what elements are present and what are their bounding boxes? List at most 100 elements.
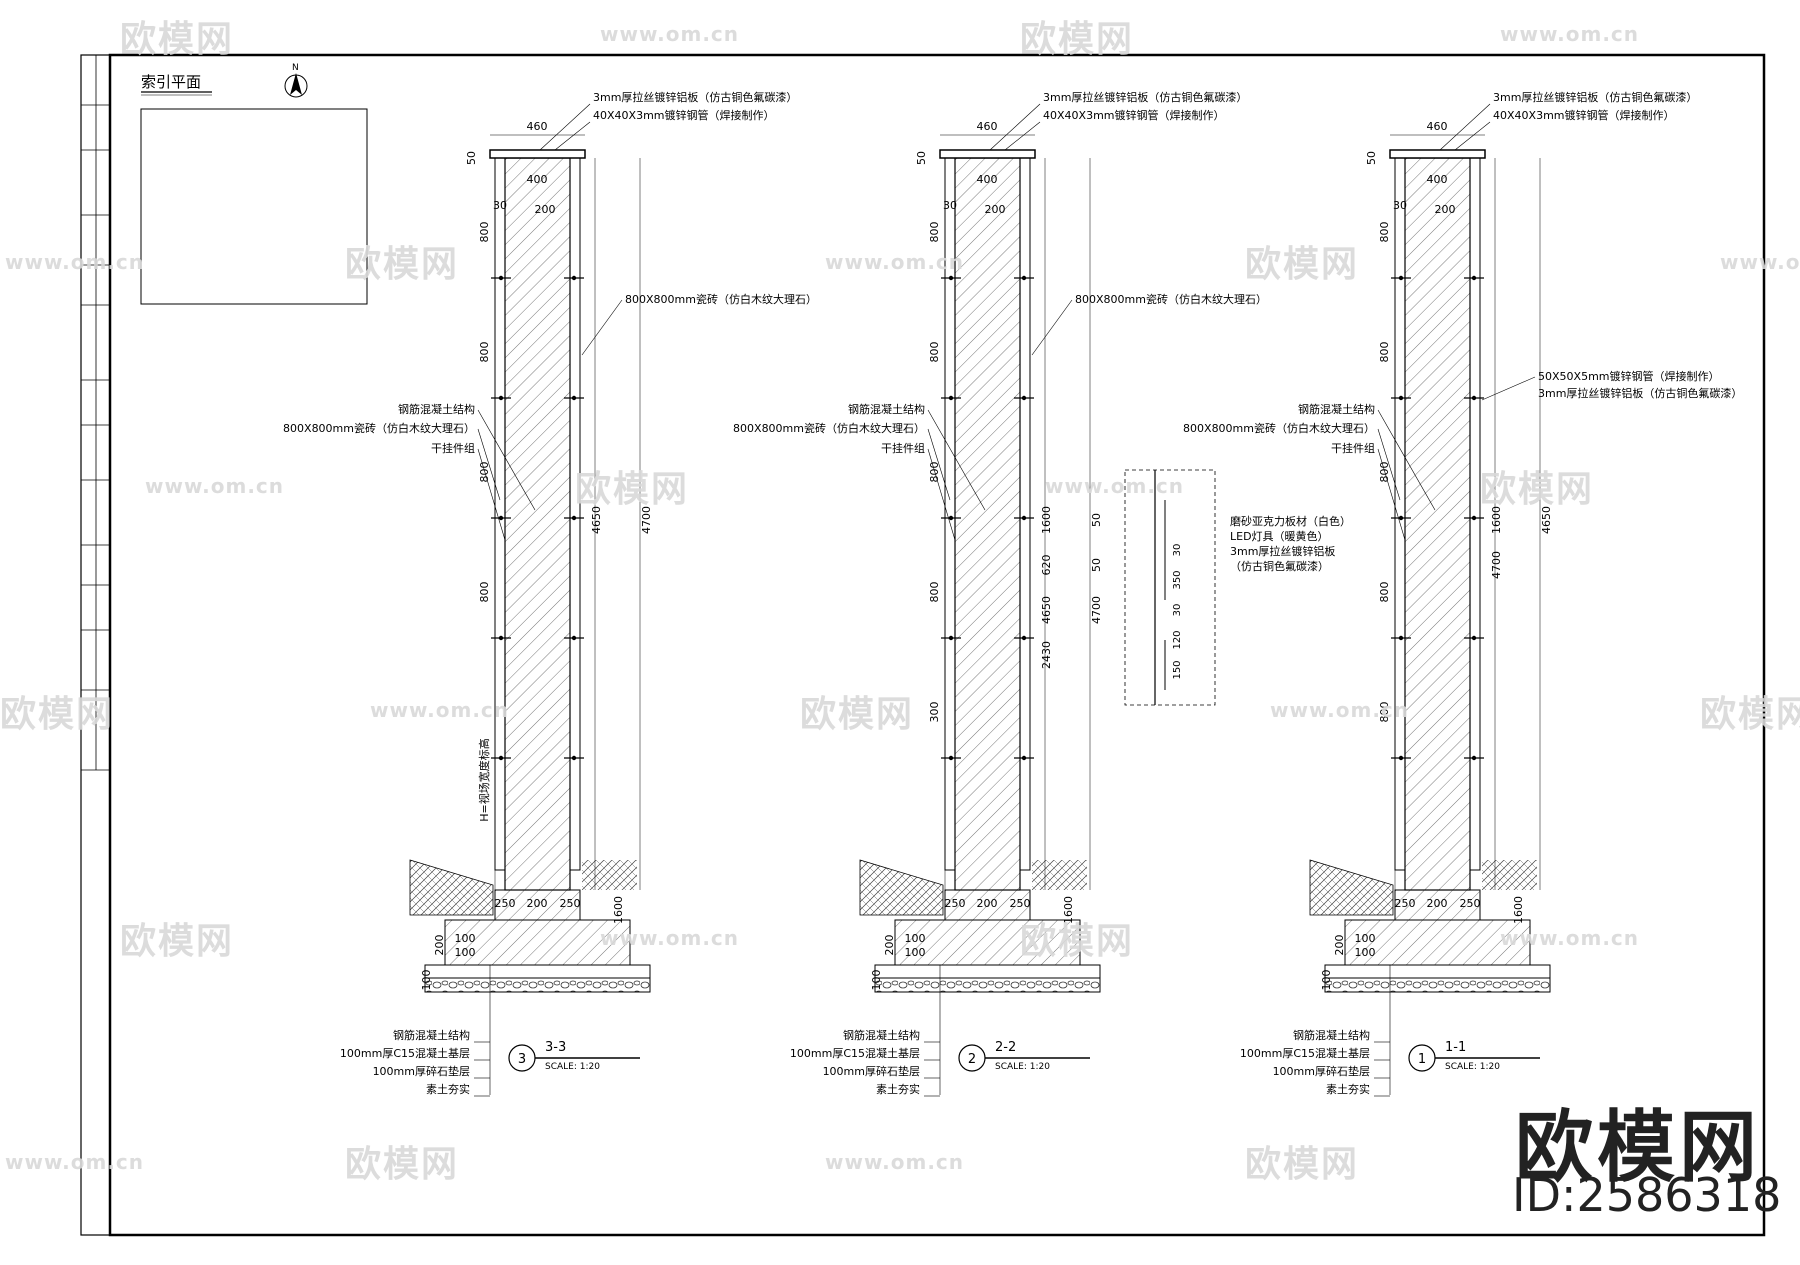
leader-line xyxy=(1377,409,1436,511)
dim-label: 400 xyxy=(977,173,998,186)
callout-left-2: 800X800mm瓷砖（仿白木纹大理石） xyxy=(1183,421,1375,435)
watermark-logo: 欧模网 xyxy=(345,1144,460,1185)
anchor-point xyxy=(1471,275,1477,281)
callout-left-1: 钢筋混凝土结构 xyxy=(848,402,925,416)
dim-label: 1600 xyxy=(612,896,625,924)
dim-label: 200 xyxy=(433,935,446,956)
dim-label: 200 xyxy=(535,203,556,216)
anchor-point xyxy=(1471,755,1477,761)
dim-label: 30 xyxy=(1393,199,1407,212)
dim-label: 800 xyxy=(478,582,491,603)
callout-left-3: 干挂件组 xyxy=(881,441,925,455)
callout-top-2: 40X40X3mm镀锌钢管（焊接制作） xyxy=(1493,108,1675,122)
watermark-url: www.om.cn xyxy=(5,250,145,274)
anchor-point xyxy=(1398,635,1404,641)
dim-label: 200 xyxy=(1435,203,1456,216)
leader-line xyxy=(581,299,623,356)
footing-note: 100mm厚C15混凝土基层 xyxy=(1240,1046,1370,1060)
watermark-logo: 欧模网 xyxy=(1245,244,1360,285)
watermark-logo: 欧模网 xyxy=(800,694,915,735)
dim-label: 800 xyxy=(1378,222,1391,243)
dim-label: 250 xyxy=(1460,897,1481,910)
leader-line xyxy=(477,428,501,501)
anchor-point xyxy=(1398,395,1404,401)
watermark-url: www.om.cn xyxy=(145,474,285,498)
gravel-bed xyxy=(424,977,651,993)
dim-label: 800 xyxy=(928,222,941,243)
north-arrow-icon: N xyxy=(284,63,308,98)
leader-line xyxy=(477,409,536,511)
anchor-point xyxy=(498,395,504,401)
anchor-point xyxy=(498,275,504,281)
dim-label: 1600 xyxy=(1040,506,1053,534)
dim-label: 100 xyxy=(420,970,433,991)
dim-label: 800 xyxy=(1378,582,1391,603)
dim-label: 100 xyxy=(455,946,476,959)
dim-label: 460 xyxy=(527,120,548,133)
dim-label: 800 xyxy=(928,462,941,483)
callout-right: 800X800mm瓷砖（仿白木纹大理石） xyxy=(1075,292,1267,306)
dim-label: 4650 xyxy=(1040,596,1053,624)
detail-dim: 350 xyxy=(1172,570,1183,589)
dim-label: 250 xyxy=(1010,897,1031,910)
watermark-logo: 欧模网 xyxy=(120,921,235,962)
callout-left-3: 干挂件组 xyxy=(431,441,475,455)
watermark-logo: 欧模网 xyxy=(1020,19,1135,60)
callout-right: 800X800mm瓷砖（仿白木纹大理石） xyxy=(625,292,817,306)
dim-label: 1600 xyxy=(1062,896,1075,924)
watermark-url: www.om.cn xyxy=(825,250,965,274)
dim-label: 250 xyxy=(495,897,516,910)
cap-plate xyxy=(489,149,586,159)
dim-label: 460 xyxy=(1427,120,1448,133)
leader-line xyxy=(1377,448,1406,541)
anchor-point xyxy=(498,635,504,641)
dim-label: 800 xyxy=(928,342,941,363)
footing-note: 素土夯实 xyxy=(426,1082,470,1096)
detail-dim: 150 xyxy=(1172,660,1183,679)
footing-note: 100mm厚碎石垫层 xyxy=(1273,1064,1370,1078)
watermark-logo: 欧模网 xyxy=(120,19,235,60)
watermark-url: www.om.cn xyxy=(370,698,510,722)
dim-label: 800 xyxy=(1378,462,1391,483)
section-title: 2-2 xyxy=(995,1040,1016,1055)
anchor-point xyxy=(1398,275,1404,281)
tile-cladding-left xyxy=(1394,157,1406,871)
anchor-point xyxy=(1398,755,1404,761)
dim-label: 100 xyxy=(455,932,476,945)
dim-label: 100 xyxy=(905,932,926,945)
footing-note: 100mm厚碎石垫层 xyxy=(373,1064,470,1078)
watermark-logo: 欧模网 xyxy=(1700,694,1800,735)
dim-label: 250 xyxy=(1395,897,1416,910)
cap-plate xyxy=(1389,149,1486,159)
dim-label: 1600 xyxy=(1512,896,1525,924)
c15-base xyxy=(1324,964,1551,979)
watermark-url: www.om.cn xyxy=(1270,698,1410,722)
anchor-point xyxy=(948,635,954,641)
brand-logo-text: 欧模网 xyxy=(1515,1103,1762,1193)
watermark-url: www.om.cn xyxy=(825,1150,965,1174)
watermark-logo: 欧模网 xyxy=(0,694,115,735)
inner-frame xyxy=(108,53,1766,1237)
dim-label: 4700 xyxy=(1090,596,1103,624)
leader-line xyxy=(1454,121,1491,151)
section-title: 3-3 xyxy=(545,1040,566,1055)
callout-right-2: 3mm厚拉丝镀锌铝板（仿古铜色氟碳漆） xyxy=(1538,386,1742,400)
dim-label: 50 xyxy=(1090,513,1103,527)
leader-line xyxy=(554,121,591,151)
dim-label: 400 xyxy=(1427,173,1448,186)
index-plan: 索引平面 N xyxy=(140,63,368,305)
wall-base xyxy=(494,889,581,921)
callout-top-1: 3mm厚拉丝镀锌铝板（仿古铜色氟碳漆） xyxy=(593,90,797,104)
callout-right-1: 50X50X5mm镀锌钢管（焊接制作） xyxy=(1538,369,1720,383)
watermark-logo: 欧模网 xyxy=(1245,1144,1360,1185)
concrete-wall xyxy=(954,157,1021,891)
detail-dim: 120 xyxy=(1172,630,1183,649)
watermark-url: www.om.cn xyxy=(600,22,740,46)
dim-label: 460 xyxy=(977,120,998,133)
watermark-logo: 欧模网 xyxy=(345,244,460,285)
section-title: 1-1 xyxy=(1445,1040,1466,1055)
dim-label: 50 xyxy=(1090,558,1103,572)
callout-top-2: 40X40X3mm镀锌钢管（焊接制作） xyxy=(593,108,775,122)
dim-label: 200 xyxy=(977,897,998,910)
